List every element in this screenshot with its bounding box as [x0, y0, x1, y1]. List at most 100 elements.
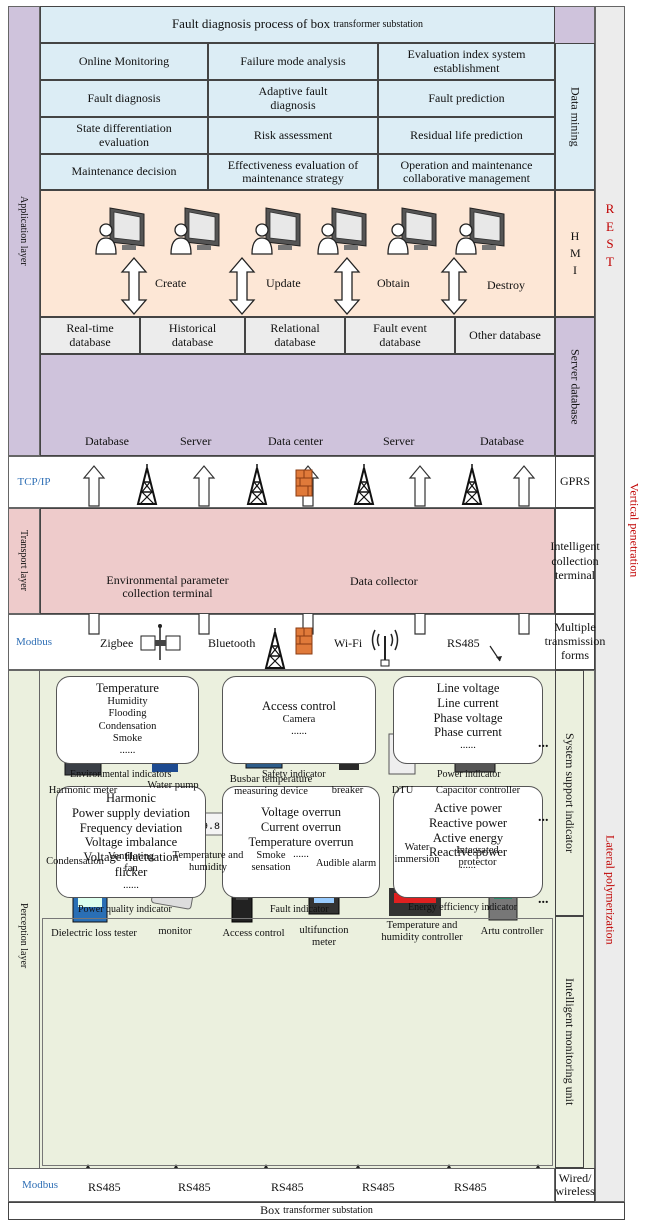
rest-label: R E S T [605, 201, 615, 269]
gprs-label: GPRS [555, 456, 595, 508]
workstation-icon [251, 207, 301, 255]
device-label: Harmonic meter [48, 785, 118, 796]
dm-cell: Online Monitoring [40, 43, 208, 80]
rs485-bottom: RS485 [88, 1180, 121, 1194]
signal-tower-icon [247, 463, 267, 505]
system-support-label: System support indicator [555, 670, 584, 916]
application-layer-label: Application layer [8, 6, 40, 456]
power-caption: Power indicator [437, 769, 501, 780]
multiple-forms-label: Multiple transmission forms [545, 614, 605, 670]
db-cell: Other database [455, 317, 555, 354]
rs485-cable-icon [489, 645, 502, 662]
dm-cell: Operation and maintenance collaborative … [378, 154, 555, 190]
tcpip-label: TCP/IP [17, 475, 51, 488]
zigbee-label: Zigbee [100, 636, 134, 650]
wifi-label: Wi-Fi [334, 636, 363, 650]
firewall-icon [295, 469, 313, 497]
rs485-bottom: RS485 [362, 1180, 395, 1194]
device-label: Dielectric loss tester [51, 928, 137, 939]
rs485-label: RS485 [447, 636, 480, 650]
hmi-op-obtain: Obtain [377, 276, 410, 290]
power-quality-caption: Power quality indicator [78, 904, 172, 915]
transport-inner [40, 508, 555, 614]
bottom-modbus-row [8, 1168, 555, 1202]
dm-cell: Effectiveness evaluation of maintenance … [208, 154, 378, 190]
server-item-label: Server [383, 434, 415, 448]
dm-cell: Evaluation index system establishment [378, 43, 555, 80]
diagram-title: Fault diagnosis process of box transform… [40, 6, 555, 43]
device-label: Smoke sensation [251, 850, 291, 873]
dm-cell: Fault diagnosis [40, 80, 208, 117]
double-arrow-icon [121, 257, 147, 315]
double-arrow-icon [441, 257, 467, 315]
bluetooth-label: Bluetooth [208, 636, 256, 650]
safety-caption: Safety indicator [262, 769, 326, 780]
rs485-bottom: RS485 [271, 1180, 304, 1194]
hmi-op-destroy: Destroy [487, 278, 525, 292]
server-item-label: Database [480, 434, 524, 448]
device-label: Water pump [147, 780, 199, 791]
workstation-icon [95, 207, 145, 255]
device-label: Access control [222, 928, 285, 939]
db-cell: Real-time database [40, 317, 140, 354]
device-label: Busbar temperature measuring device [229, 774, 313, 797]
safety-indicator-box: Access control Camera ...... [222, 676, 376, 764]
workstation-icon [317, 207, 367, 255]
firewall-icon [295, 627, 313, 655]
dm-cell: State differentiation evaluation [40, 117, 208, 154]
dm-cell: Failure mode analysis [208, 43, 378, 80]
data-collector-label: Data collector [350, 574, 418, 588]
more-ellipsis: ... [538, 736, 549, 751]
device-label: breaker [331, 785, 364, 796]
up-arrow-icon [513, 465, 535, 507]
bluetooth-tower-icon [265, 627, 285, 669]
device-label: monitor [158, 926, 192, 937]
transport-layer-label: Transport layer [8, 508, 40, 614]
db-cell: Historical database [140, 317, 245, 354]
dm-cell: Maintenance decision [40, 154, 208, 190]
device-label: DTU [391, 785, 414, 796]
server-database-label: Server database [555, 317, 595, 456]
bottom-modbus-label: Modbus [21, 1178, 59, 1191]
zigbee-icon [140, 624, 181, 660]
bottom-title: Box transformer substation [8, 1202, 625, 1220]
data-mining-label: Data mining [555, 43, 595, 190]
up-arrow-icon [409, 465, 431, 507]
device-label: Capacitor controller [435, 785, 521, 796]
up-arrow-icon [193, 465, 215, 507]
right-gray-column [595, 6, 625, 1202]
hmi-op-create: Create [155, 276, 187, 290]
db-cell: Fault event database [345, 317, 455, 354]
device-label: Temperature and humidity controller [381, 920, 463, 943]
device-label: Integrated protector [456, 845, 499, 868]
rs485-bottom: RS485 [178, 1180, 211, 1194]
power-indicator-box: Line voltage Line current Phase voltage … [393, 676, 543, 764]
double-arrow-icon [334, 257, 360, 315]
more-ellipsis: ... [538, 810, 549, 825]
monitoring-unit-label: Intelligent monitoring unit [555, 916, 584, 1168]
device-label: Water immersion [394, 842, 440, 865]
perception-layer-label: Perception layer [8, 670, 40, 1202]
up-arrow-icon [83, 465, 105, 507]
device-label: ultifunction meter [299, 925, 349, 948]
hmi-op-update: Update [266, 276, 301, 290]
dm-cell: Fault prediction [378, 80, 555, 117]
svg-text:29.8: 29.8 [196, 822, 220, 833]
fault-caption: Fault indicator [270, 904, 329, 915]
signal-tower-icon [137, 463, 157, 505]
modbus-label: Modbus [15, 635, 53, 648]
hmi-label: H M I [555, 190, 595, 317]
device-label: Artu controller [480, 926, 544, 937]
dm-cell: Adaptive fault diagnosis [208, 80, 378, 117]
fault-indicator-box: Voltage overrun Current overrun Temperat… [222, 786, 380, 898]
signal-tower-icon [354, 463, 374, 505]
more-ellipsis: ... [538, 892, 549, 907]
device-label: Ventilating fan [108, 851, 155, 874]
db-cell: Relational database [245, 317, 345, 354]
device-label: Temperature and humidity [172, 850, 244, 873]
rs485-bottom: RS485 [454, 1180, 487, 1194]
wired-wireless-label: Wired/ wireless [555, 1168, 595, 1202]
energy-indicator-box: Active power Reactive power Active energ… [393, 786, 543, 898]
server-item-label: Data center [268, 434, 323, 448]
vertical-penetration-label: Vertical penetration [627, 482, 642, 578]
